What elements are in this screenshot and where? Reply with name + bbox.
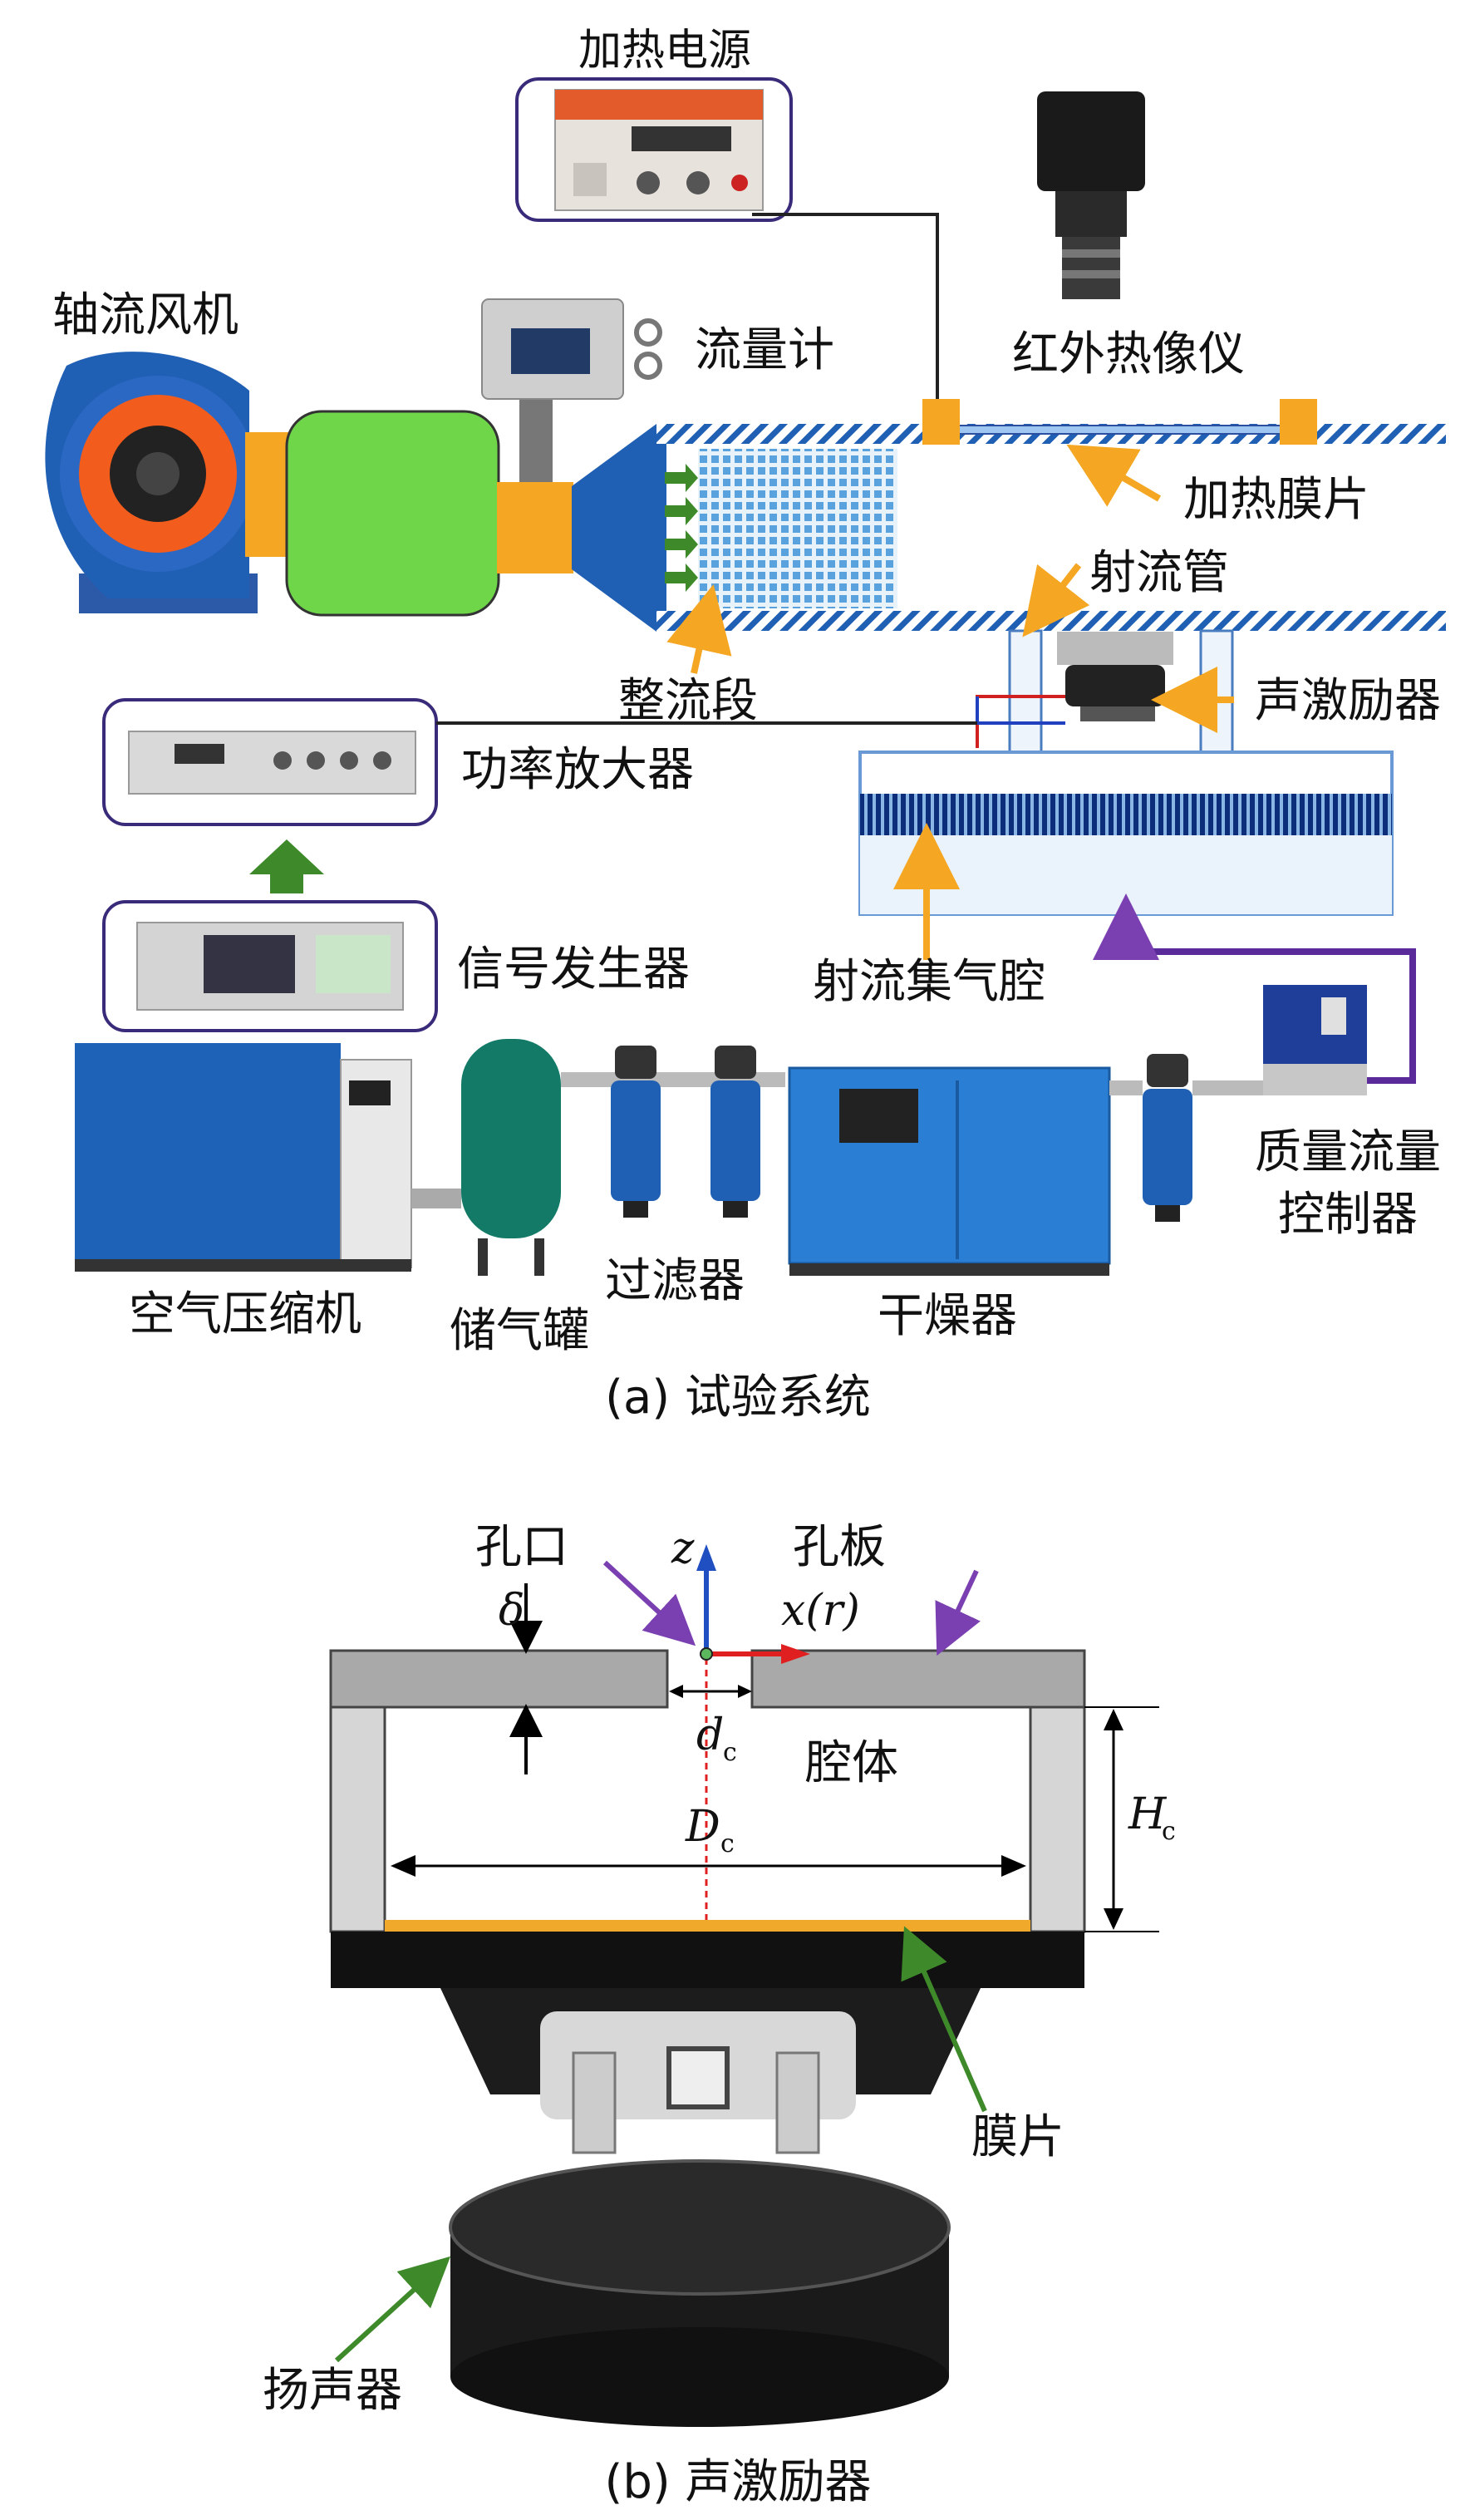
cavity-wall-right [1029, 1705, 1086, 1933]
mass-flow-controller-label-1: 质量流量 [1255, 1125, 1441, 1179]
gas-tank-label: 储气罐 [450, 1304, 589, 1358]
filter-label: 过滤器 [605, 1254, 745, 1308]
z-axis-head [696, 1544, 716, 1571]
honeycomb-arrow [666, 583, 732, 674]
supply-line-to-plenum [1093, 893, 1416, 1084]
mass-flow-controller [1263, 985, 1367, 1095]
compressor-outlet-pipe [411, 1189, 461, 1208]
flowmeter-stem [519, 399, 553, 482]
orifice-plate-label: 孔板 [793, 1520, 886, 1574]
z-axis-label: z [671, 1523, 695, 1573]
settling-chamber [285, 410, 500, 617]
axial-fan-label: 轴流风机 [52, 288, 238, 342]
honeycomb-section [698, 449, 897, 608]
gas-tank [461, 1039, 561, 1276]
membrane [385, 1920, 1030, 1932]
x-axis-head [781, 1644, 810, 1664]
speaker-arrow [334, 2256, 451, 2363]
film-clamp-right [1280, 399, 1317, 445]
ir-camera [1037, 91, 1145, 299]
filters [611, 1046, 760, 1218]
jet-plenum-label: 射流集气腔 [813, 955, 1045, 1009]
jet-tube-arrow [1022, 563, 1090, 637]
caption-a: (a) 试验系统 [605, 1371, 871, 1425]
acoustic-exciter-label: 声激励器 [1255, 674, 1441, 728]
heating-power-supply [515, 77, 793, 222]
signal-generator-label: 信号发生器 [457, 943, 690, 997]
dc-label-sub: c [723, 1738, 737, 1767]
heating-film-label: 加热膜片 [1183, 473, 1369, 527]
delta-label: δ [499, 1586, 524, 1636]
honeycomb-label: 整流段 [618, 674, 758, 728]
Dc-label-sub: c [720, 1829, 735, 1858]
caption-b: (b) 声激励器 [604, 2455, 871, 2509]
heating-power-cable [752, 213, 939, 416]
dryer [788, 1066, 1111, 1276]
dc-label-main: d [696, 1710, 724, 1760]
speaker-label: 扬声器 [263, 2364, 402, 2418]
signal-to-amp-arrow [249, 839, 324, 893]
heating-film [946, 425, 1314, 435]
duct-bottom-wall [656, 611, 1446, 631]
speaker-body [440, 1988, 981, 2427]
dryer-label: 干燥器 [878, 1289, 1017, 1343]
Hc-label-main: H [1128, 1789, 1168, 1839]
mass-flow-controller-label-2: 控制器 [1278, 1188, 1418, 1242]
jet-plenum [858, 751, 1394, 916]
Hc-label-sub: c [1162, 1817, 1176, 1846]
Dc-label-main: D [685, 1802, 720, 1852]
flowmeter-label: 流量计 [695, 323, 834, 377]
air-compressor-label: 空气压缩机 [129, 1287, 361, 1341]
signal-generator [102, 900, 438, 1032]
axial-fan [45, 352, 291, 613]
film-clamp-left [922, 399, 960, 445]
acoustic-exciter-small [1057, 632, 1173, 721]
speaker-base [331, 1932, 1084, 1988]
inlet-flow-arrows [665, 464, 698, 592]
cavity-label: 腔体 [805, 1736, 898, 1790]
membrane-arrow [901, 1926, 987, 2113]
orifice-arrow [602, 1560, 696, 1646]
orifice-label: 孔口 [475, 1520, 568, 1574]
cavity-wall-left [329, 1705, 386, 1933]
jet-tubes [1008, 629, 1234, 757]
air-compressor [75, 1043, 412, 1272]
jet-tube-label: 射流管 [1089, 546, 1229, 600]
heating-film-arrow [1066, 444, 1162, 507]
orifice-plate-arrow [935, 1569, 981, 1656]
ir-camera-label: 红外热像仪 [1012, 327, 1245, 381]
flowmeter-pipe [497, 482, 573, 573]
heating-power-label: 加热电源 [578, 26, 751, 76]
flowmeter [481, 298, 662, 400]
power-amplifier [102, 698, 438, 826]
contraction-cone [572, 424, 656, 632]
origin-point [700, 1647, 713, 1661]
x-axis-label: x(r) [781, 1586, 860, 1636]
power-amplifier-label: 功率放大器 [461, 743, 694, 797]
membrane-label: 膜片 [971, 2110, 1064, 2164]
orifice-plate-right [750, 1649, 1086, 1709]
orifice-plate-left [329, 1649, 669, 1709]
final-filter [1143, 1054, 1192, 1222]
